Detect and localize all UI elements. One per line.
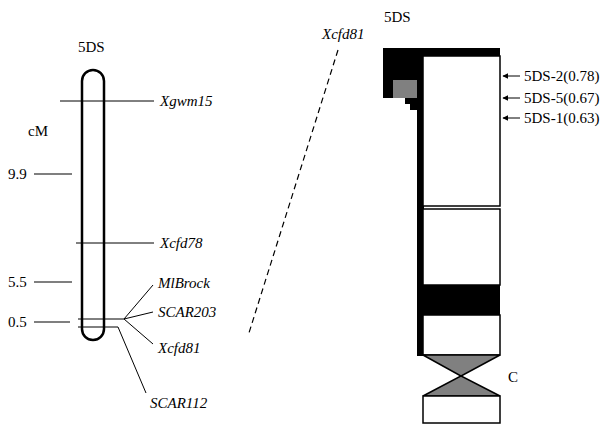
marker-name: Xcfd81 xyxy=(158,341,201,356)
bin-label: 5DS-5(0.67) xyxy=(524,91,599,106)
chromosome-name: 5DS xyxy=(78,40,105,55)
marker-name: Xcfd81 xyxy=(322,27,365,42)
distance-value: 5.5 xyxy=(8,275,27,290)
marker-name: SCAR203 xyxy=(158,305,216,320)
chromosome-name: 5DS xyxy=(384,10,411,25)
centromere-label: C xyxy=(508,370,518,385)
marker-name: SCAR112 xyxy=(150,396,207,411)
bin-label: 5DS-2(0.78) xyxy=(524,69,599,84)
marker-name: Xgwm15 xyxy=(160,94,213,109)
marker-name: MlBrock xyxy=(158,276,210,291)
distance-value: 9.9 xyxy=(8,167,27,182)
marker-name: Xcfd78 xyxy=(160,236,203,251)
distance-value: 0.5 xyxy=(8,315,27,330)
unit-label: cM xyxy=(28,124,48,139)
bin-label: 5DS-1(0.63) xyxy=(524,111,599,126)
